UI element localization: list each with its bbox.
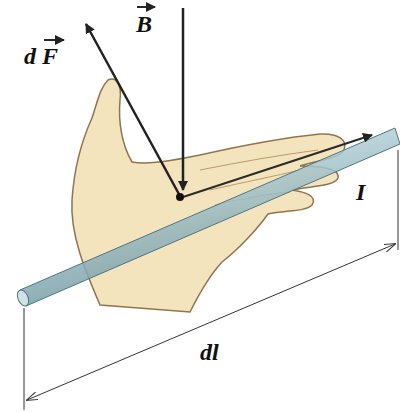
field-label: B: [136, 12, 152, 36]
current-arrow: [180, 135, 372, 198]
current-label: I: [356, 180, 365, 204]
hand: [72, 79, 345, 312]
extension-line: [398, 150, 399, 250]
force-arrow: [86, 24, 180, 196]
force-label: d F: [24, 44, 58, 68]
dimension-line: [27, 244, 395, 400]
extension-line: [24, 308, 25, 410]
length-label: dl: [200, 340, 219, 364]
wire: [20, 128, 400, 306]
field-arrow: [182, 8, 185, 190]
